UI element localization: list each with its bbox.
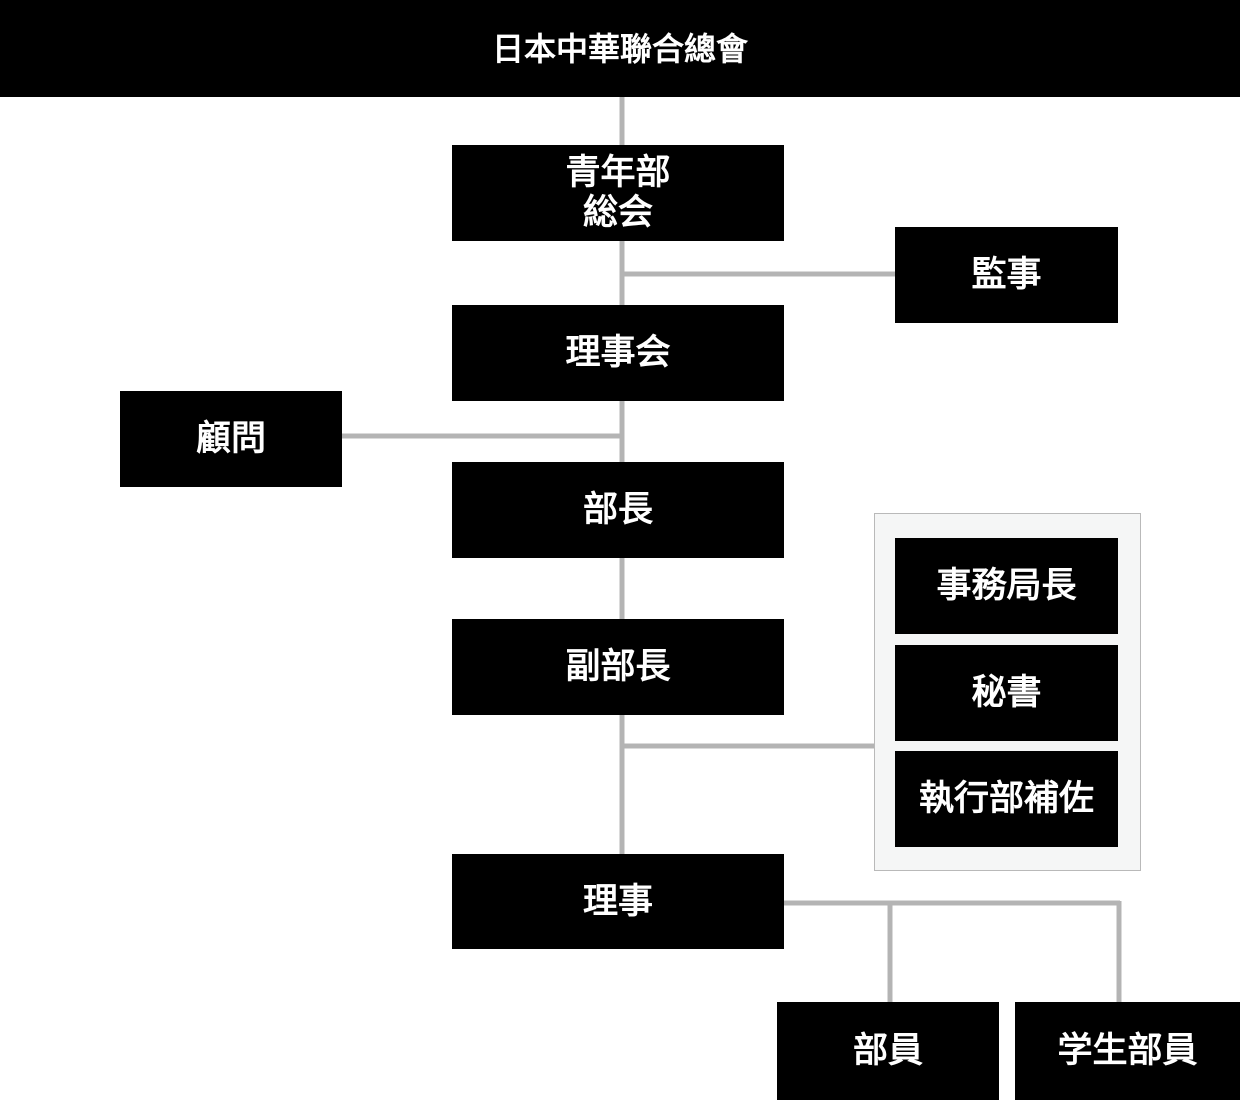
vice-director-label: 副部長 xyxy=(565,647,671,687)
director-label: 部長 xyxy=(582,490,653,530)
general-assembly-node: 青年部 総会 xyxy=(452,145,784,241)
general-assembly-line-1: 青年部 xyxy=(565,153,671,193)
student-member-node: 学生部員 xyxy=(1015,1002,1240,1100)
staff-item-label: 事務局長 xyxy=(936,566,1077,606)
board-label: 理事会 xyxy=(565,333,671,373)
staff-item-executive-assistant: 執行部補佐 xyxy=(895,751,1118,847)
vice-director-node: 副部長 xyxy=(452,619,784,715)
advisor-label: 顧問 xyxy=(195,419,266,459)
root-node: 日本中華聯合總會 xyxy=(0,0,1240,97)
advisor-node: 顧問 xyxy=(120,391,342,487)
staff-item-secretary: 秘書 xyxy=(895,645,1118,741)
auditor-node: 監事 xyxy=(895,227,1118,323)
staff-item-label: 執行部補佐 xyxy=(918,779,1094,819)
root-label: 日本中華聯合總會 xyxy=(491,29,748,68)
staff-item-label: 秘書 xyxy=(971,673,1042,713)
board-node: 理事会 xyxy=(452,305,784,401)
auditor-label: 監事 xyxy=(971,255,1042,295)
board-member-label: 理事 xyxy=(582,881,653,922)
director-node: 部長 xyxy=(452,462,784,558)
member-label: 部員 xyxy=(852,1031,923,1071)
staff-item-secretary-general: 事務局長 xyxy=(895,538,1118,634)
general-assembly-line-2: 総会 xyxy=(582,193,653,233)
board-member-node: 理事 xyxy=(452,854,784,949)
member-node: 部員 xyxy=(777,1002,999,1100)
student-member-label: 学生部員 xyxy=(1057,1031,1198,1071)
